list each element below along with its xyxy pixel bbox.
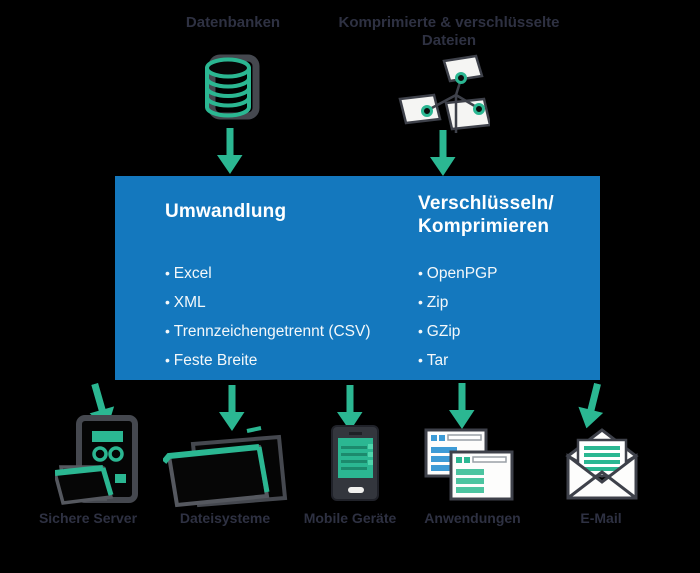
process-box: Umwandlung Excel XML Trennzeichengetrenn…: [115, 176, 600, 380]
list-item: GZip: [418, 317, 554, 346]
encrypt-compress-title: Verschlüsseln/Komprimieren: [418, 193, 554, 237]
open-folder-icon: [163, 426, 288, 508]
translation-column: Umwandlung Excel XML Trennzeichengetrenn…: [165, 200, 371, 375]
translation-title: Umwandlung: [165, 201, 287, 222]
list-item: Zip: [418, 288, 554, 317]
email-icon: [565, 428, 639, 500]
list-item: Excel: [165, 259, 371, 288]
destination-label-filesystems: Dateisysteme: [179, 510, 271, 526]
source-label-files: Komprimierte & verschlüsselte Dateien: [338, 14, 560, 49]
arrow-files-to-box: [430, 130, 456, 176]
list-item: Tar: [418, 346, 554, 375]
linked-files-icon: [398, 54, 490, 133]
list-item: OpenPGP: [418, 259, 554, 288]
encrypt-compress-list: OpenPGP Zip GZip Tar: [418, 259, 554, 375]
destination-label-mobile: Mobile Geräte: [303, 510, 397, 526]
arrow-to-applications: [449, 383, 475, 429]
source-label-database: Datenbanken: [185, 14, 281, 31]
server-folder-icon: [55, 415, 138, 505]
app-windows-icon: [424, 428, 514, 501]
translation-list: Excel XML Trennzeichengetrennt (CSV) Fes…: [165, 259, 371, 375]
encrypt-compress-column: Verschlüsseln/Komprimieren OpenPGP Zip G…: [418, 192, 554, 375]
list-item: Feste Breite: [165, 346, 371, 375]
destination-label-servers: Sichere Server: [38, 510, 138, 526]
list-item: XML: [165, 288, 371, 317]
smartphone-icon: [331, 425, 379, 501]
database-icon: [205, 54, 260, 120]
destination-label-email: E-Mail: [580, 510, 622, 526]
destination-label-applications: Anwendungen: [424, 510, 521, 526]
list-item: Trennzeichengetrennt (CSV): [165, 317, 371, 346]
arrow-database-to-box: [217, 128, 243, 174]
